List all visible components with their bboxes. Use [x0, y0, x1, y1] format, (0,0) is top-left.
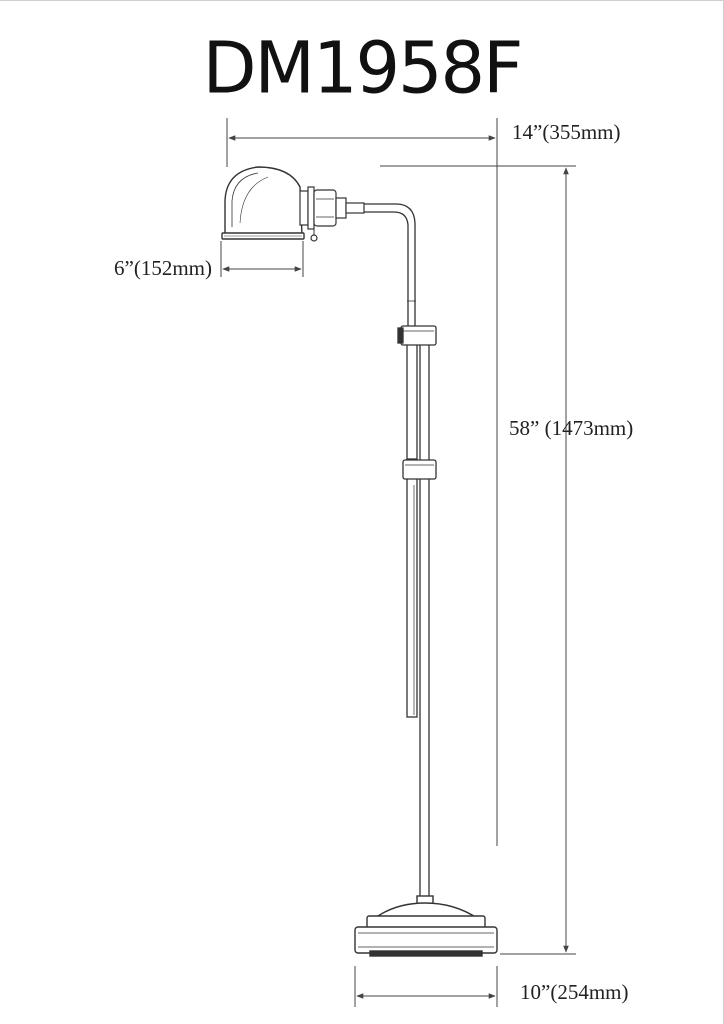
- model-title: DM1958F: [202, 26, 524, 110]
- overall-height-label: 58” (1473mm): [509, 416, 634, 440]
- base-width-label: 10”(254mm): [520, 980, 629, 1004]
- socket-assembly: [299, 186, 365, 242]
- lamp-stem: [406, 340, 430, 900]
- dimension-overall-height: [380, 165, 576, 955]
- lamp-shade: [221, 166, 305, 240]
- stem-collar-upper: [397, 325, 437, 346]
- lamp-arm: [364, 203, 416, 326]
- dimension-overall-width: [226, 118, 498, 846]
- overall-width-label: 14”(355mm): [512, 120, 621, 144]
- shade-width-label: 6”(152mm): [114, 256, 212, 280]
- dimension-shade-width: [220, 241, 304, 277]
- lamp-base: [354, 895, 498, 957]
- stem-collar-lower: [402, 459, 437, 480]
- dimension-base-width: [354, 966, 498, 1007]
